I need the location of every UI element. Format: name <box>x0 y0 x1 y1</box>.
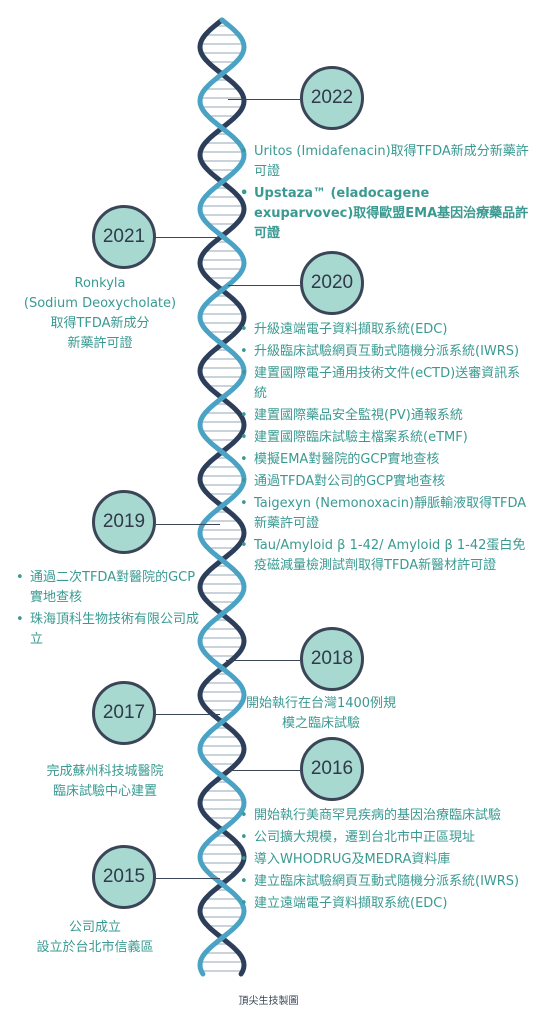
year-2017-label: 2017 <box>102 702 146 723</box>
events-2016: 開始執行美商罕見疾病的基因治療臨床試驗 公司擴大規模，遷到台北市中正區現址 導入… <box>240 806 530 916</box>
year-2018-label: 2018 <box>310 648 354 669</box>
year-2016-label: 2016 <box>310 758 354 779</box>
connector-2021 <box>156 237 220 238</box>
connector-2016 <box>226 770 300 771</box>
event-item: 升級遠端電子資料擷取系統(EDC) <box>240 320 530 340</box>
event-item: 升級臨床試驗網頁互動式隨機分派系統(IWRS) <box>240 342 530 362</box>
events-2021: Ronkyla (Sodium Deoxycholate) 取得TFDA新成分 … <box>0 274 200 354</box>
connector-2017 <box>156 714 220 715</box>
event-line: (Sodium Deoxycholate) <box>23 296 177 311</box>
event-line: 臨床試驗中心建置 <box>52 784 157 799</box>
year-2016-circle: 2016 <box>300 737 364 801</box>
connector-2015 <box>156 878 220 879</box>
event-item: 建立遠端電子資料擷取系統(EDC) <box>240 894 530 914</box>
year-2019-label: 2019 <box>102 511 146 532</box>
event-item: Taigexyn (Nemonoxacin)靜脈輸液取得TFDA新藥許可證 <box>240 494 530 534</box>
event-item: Uritos (Imidafenacin)取得TFDA新成分新藥許可證 <box>240 142 530 182</box>
year-2020-circle: 2020 <box>300 251 364 315</box>
event-item: 開始執行美商罕見疾病的基因治療臨床試驗 <box>240 806 530 826</box>
year-2021-label: 2021 <box>102 226 146 247</box>
event-item: 模擬EMA對醫院的GCP實地查核 <box>240 450 530 470</box>
event-line: 公司成立 <box>68 920 121 935</box>
year-2022-circle: 2022 <box>300 66 364 130</box>
year-2015-circle: 2015 <box>92 845 156 909</box>
events-2019: 通過二次TFDA對醫院的GCP實地查核 珠海頂科生物技術有限公司成立 <box>16 568 202 652</box>
year-2017-circle: 2017 <box>92 681 156 745</box>
year-2019-circle: 2019 <box>92 490 156 554</box>
event-item: 珠海頂科生物技術有限公司成立 <box>16 610 202 650</box>
footer-credit: 頂尖生技製圖 <box>238 996 299 1007</box>
event-item: 建立臨床試驗網頁互動式隨機分派系統(IWRS) <box>240 872 530 892</box>
event-item: 建置國際電子通用技術文件(eCTD)送審資訊系統 <box>240 364 530 404</box>
event-item: 建置國際臨床試驗主檔案系統(eTMF) <box>240 428 530 448</box>
events-2020: 升級遠端電子資料擷取系統(EDC) 升級臨床試驗網頁互動式隨機分派系統(IWRS… <box>240 320 530 578</box>
helix-rungs <box>200 25 244 972</box>
event-item: 建置國際藥品安全監視(PV)通報系統 <box>240 406 530 426</box>
event-item: 通過二次TFDA對醫院的GCP實地查核 <box>16 568 202 608</box>
event-line: Ronkyla <box>74 276 126 291</box>
events-2017: 完成蘇州科技城醫院 臨床試驗中心建置 <box>0 762 210 802</box>
event-line: 設立於台北市信義區 <box>36 940 154 955</box>
event-item: Upstaza™ (eladocagene exuparvovec)取得歐盟EM… <box>240 184 530 244</box>
helix-strand-navy <box>197 17 247 977</box>
event-item: 公司擴大規模，遷到台北市中正區現址 <box>240 828 530 848</box>
event-item: 通過TFDA對公司的GCP實地查核 <box>240 472 530 492</box>
connector-2020 <box>228 285 300 286</box>
event-line: 新藥許可證 <box>67 336 133 351</box>
events-2022: Uritos (Imidafenacin)取得TFDA新成分新藥許可證 Upst… <box>240 142 530 246</box>
year-2020-label: 2020 <box>310 272 354 293</box>
year-2015-label: 2015 <box>102 866 146 887</box>
event-line: 開始執行在台灣1400例規 <box>245 696 397 711</box>
events-2015: 公司成立 設立於台北市信義區 <box>0 918 190 958</box>
year-2021-circle: 2021 <box>92 205 156 269</box>
connector-2022 <box>228 99 300 100</box>
helix-strands <box>197 17 247 977</box>
helix-strand-blue <box>197 17 247 977</box>
year-2022-label: 2022 <box>310 87 354 108</box>
year-2018-circle: 2018 <box>300 627 364 691</box>
events-2018: 開始執行在台灣1400例規 模之臨床試驗 <box>236 694 406 734</box>
event-line: 模之臨床試驗 <box>281 716 360 731</box>
connector-2018 <box>226 660 300 661</box>
event-line: 取得TFDA新成分 <box>50 316 150 331</box>
event-line: 完成蘇州科技城醫院 <box>46 764 164 779</box>
event-item: 導入WHODRUG及MEDRA資料庫 <box>240 850 530 870</box>
event-item: Tau/Amyloid β 1-42/ Amyloid β 1-42蛋白免疫磁減… <box>240 536 530 576</box>
connector-2019 <box>156 524 220 525</box>
